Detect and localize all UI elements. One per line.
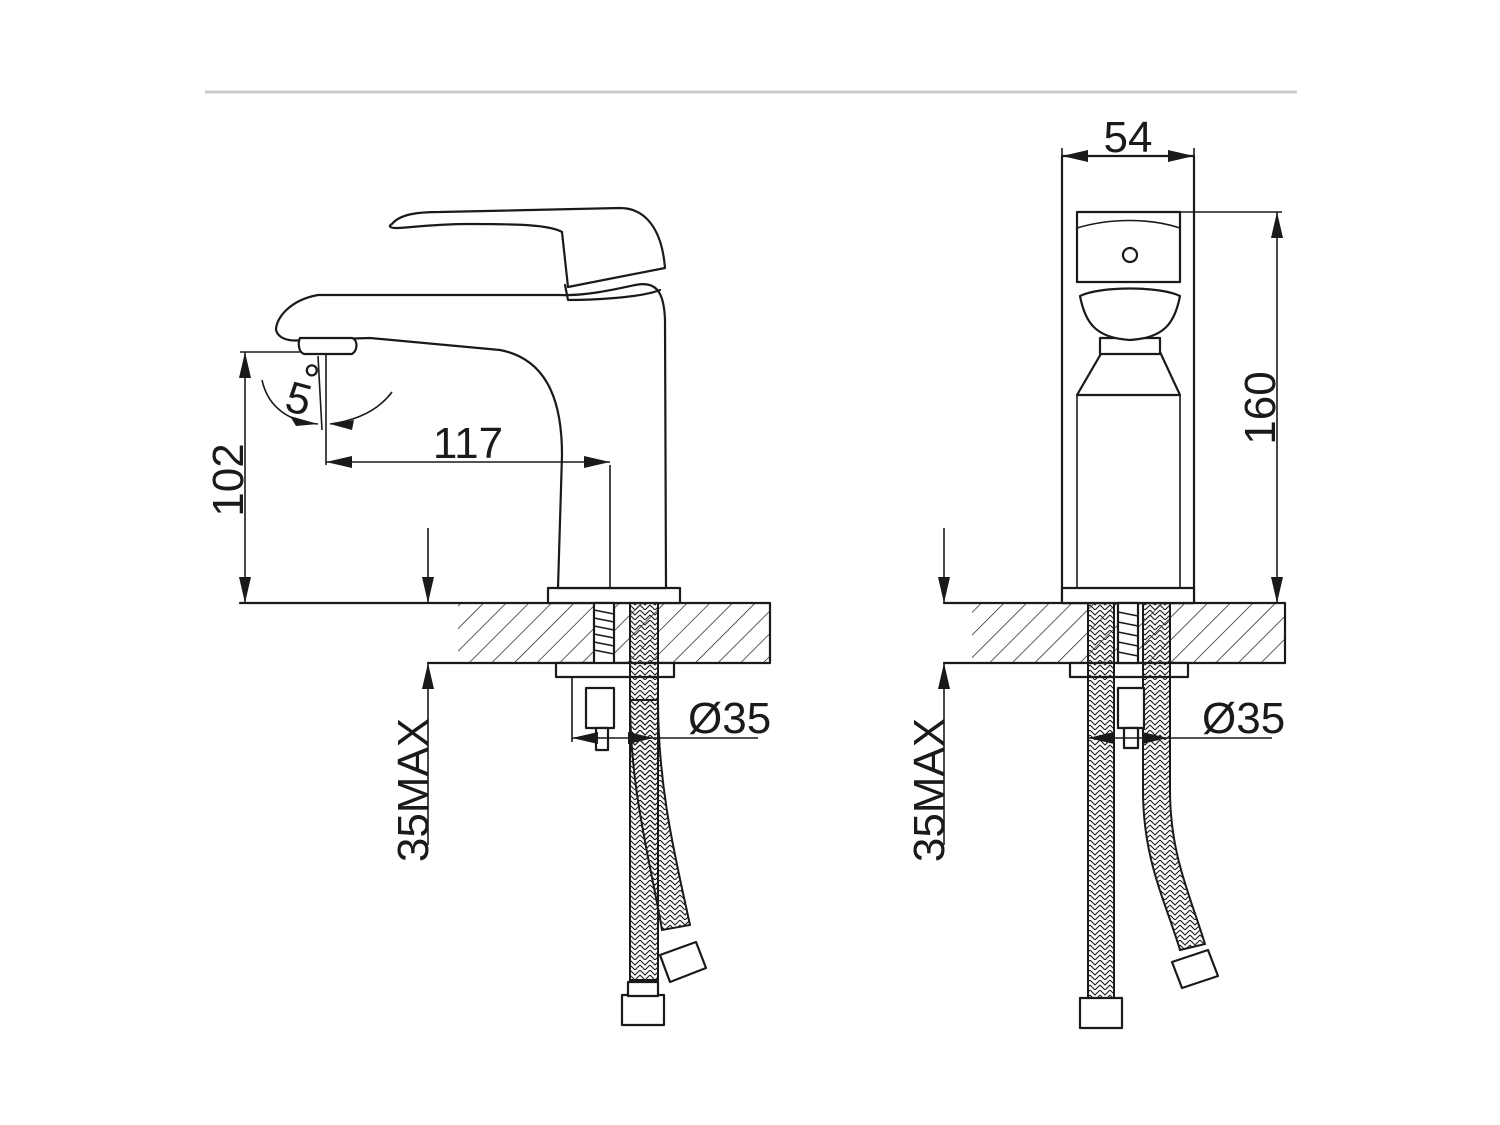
mounting-nut <box>584 686 616 730</box>
front-threaded-rod <box>1116 601 1140 665</box>
hose-nut-2 <box>658 940 708 984</box>
dim-angle-degree: ° <box>303 356 321 405</box>
dim-width-front: 54 <box>1104 113 1153 162</box>
front-indicator <box>1121 246 1139 264</box>
side-view: 102 117 5 ° 35MAX Ø35 <box>204 206 771 1027</box>
spout-body <box>274 283 668 590</box>
dim-reach: 117 <box>433 419 503 468</box>
dim-thickness-side: 35MAX <box>389 718 438 862</box>
dim-thickness-front: 35MAX <box>905 718 954 862</box>
front-handle-top <box>1075 210 1182 284</box>
handle-lever <box>388 206 667 289</box>
hose-2 <box>628 699 692 932</box>
dim-height-side: 102 <box>204 443 253 516</box>
front-lever <box>1078 287 1182 342</box>
dim-hole-front: Ø35 <box>1202 694 1285 743</box>
front-view: 54 160 35MAX Ø35 <box>905 113 1287 1030</box>
dim-hole-side: Ø35 <box>688 694 771 743</box>
base-plate <box>546 586 682 605</box>
aerator <box>297 336 358 356</box>
hose-nut-1 <box>620 993 666 1027</box>
dim-height-front: 160 <box>1236 371 1285 444</box>
